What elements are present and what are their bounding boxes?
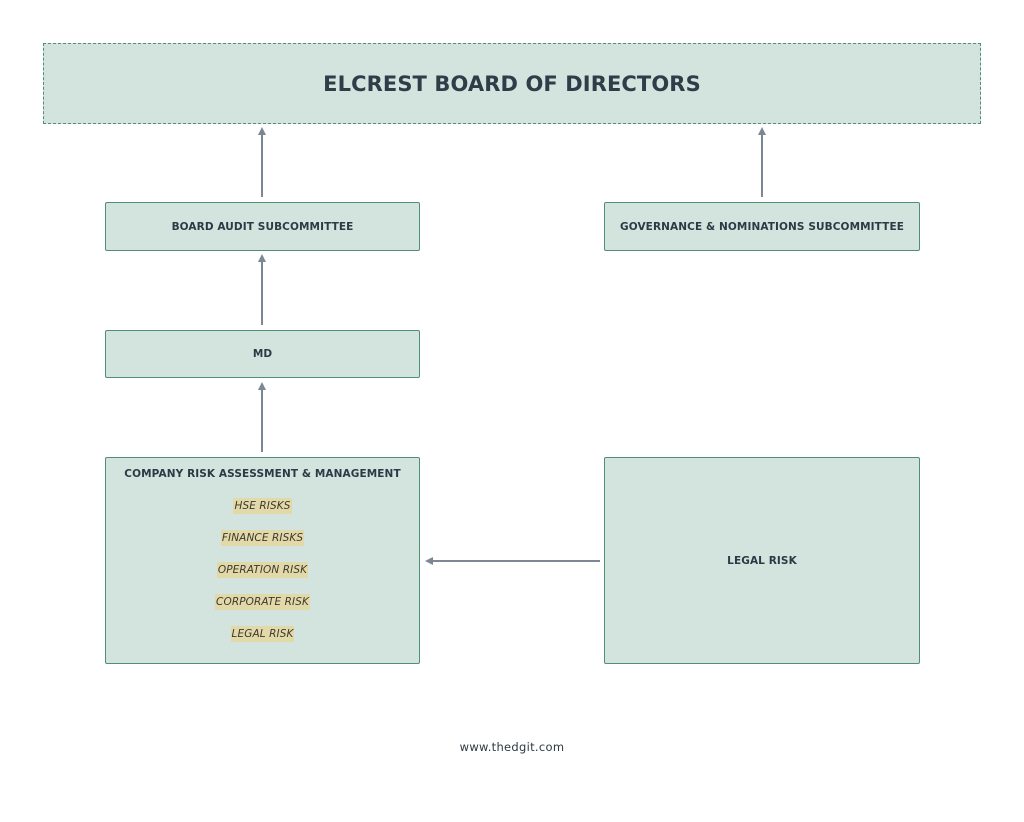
board-of-directors-box: ELCREST BOARD OF DIRECTORS — [43, 43, 981, 124]
audit-subcommittee-label: BOARD AUDIT SUBCOMMITTEE — [171, 220, 354, 233]
risk-item-corporate: CORPORATE RISK — [215, 594, 310, 610]
footer-website: www.thedgit.com — [459, 740, 565, 754]
md-label: MD — [252, 348, 273, 360]
risk-item-legal: LEGAL RISK — [230, 626, 295, 642]
legal-risk-label: LEGAL RISK — [727, 554, 797, 567]
risk-item-finance: FINANCE RISKS — [220, 530, 305, 546]
governance-subcommittee-label: GOVERNANCE & NOMINATIONS SUBCOMMITTEE — [619, 220, 904, 233]
risk-item-operation: OPERATION RISK — [216, 562, 309, 578]
risk-item-hse: HSE RISKS — [233, 498, 292, 514]
company-risk-heading: COMPANY RISK ASSESSMENT & MANAGEMENT — [124, 468, 401, 480]
company-risk-box: COMPANY RISK ASSESSMENT & MANAGEMENT HSE… — [105, 457, 420, 664]
md-box: MD — [105, 330, 420, 378]
board-title: ELCREST BOARD OF DIRECTORS — [323, 71, 701, 96]
legal-risk-box: LEGAL RISK — [604, 457, 920, 664]
governance-subcommittee-box: GOVERNANCE & NOMINATIONS SUBCOMMITTEE — [604, 202, 920, 251]
board-audit-subcommittee-box: BOARD AUDIT SUBCOMMITTEE — [105, 202, 420, 251]
risk-list: HSE RISKS FINANCE RISKS OPERATION RISK C… — [215, 482, 310, 642]
